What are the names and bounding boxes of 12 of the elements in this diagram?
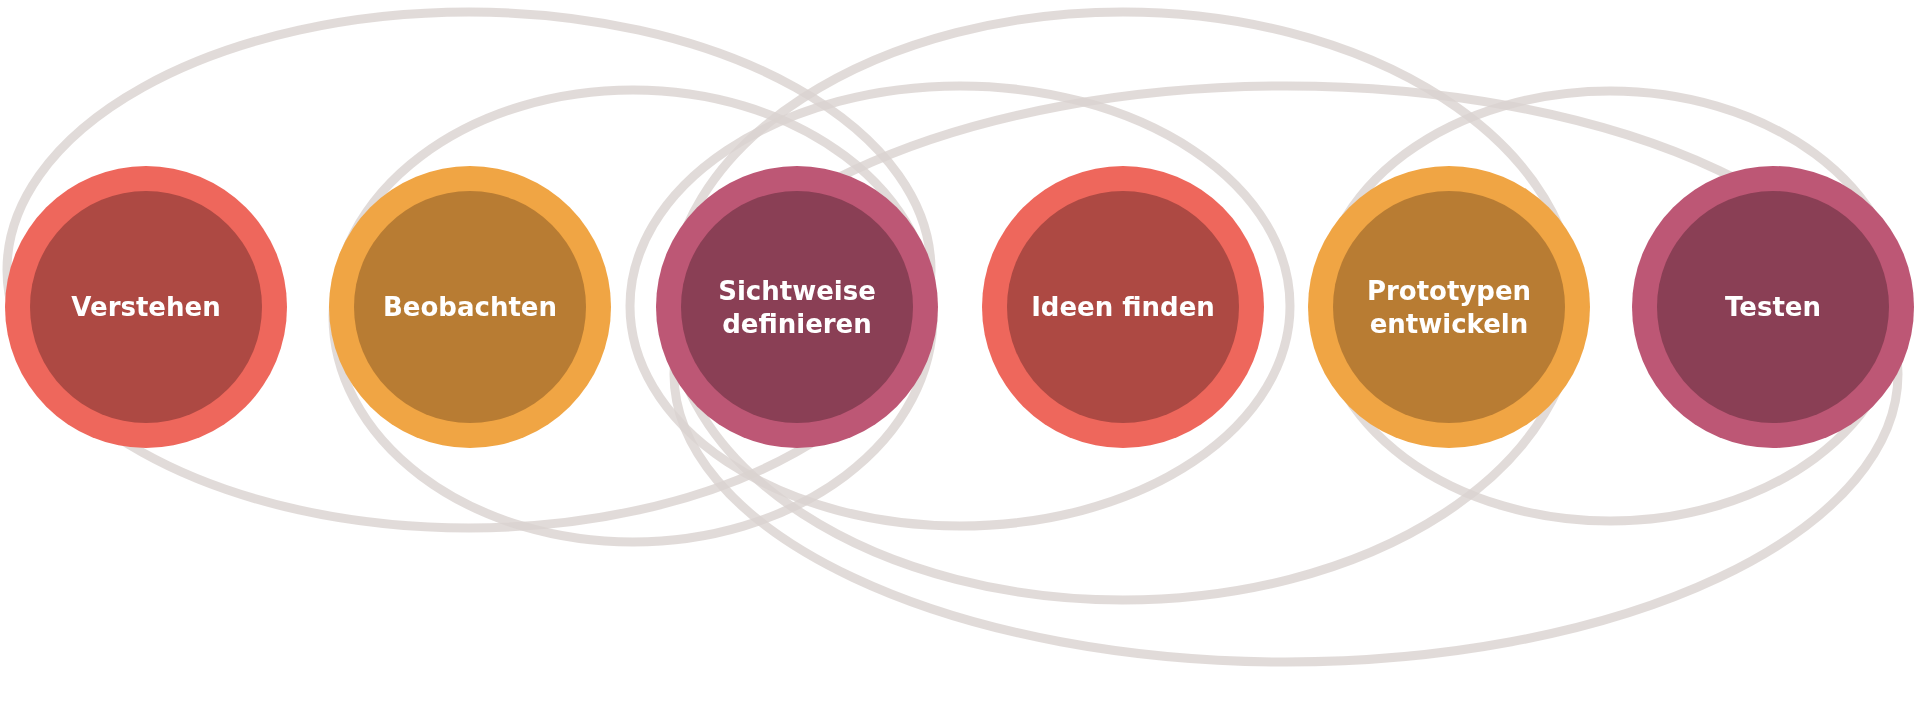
circle-node bbox=[982, 166, 1264, 448]
circle-node bbox=[656, 166, 938, 448]
circle-node bbox=[1632, 166, 1914, 448]
node-label: Beobachten bbox=[382, 290, 558, 324]
node-label: Ideen finden bbox=[1030, 290, 1216, 324]
circle-node bbox=[329, 166, 611, 448]
circle-node bbox=[1308, 166, 1590, 448]
node-label: Prototypen entwickeln bbox=[1365, 274, 1533, 340]
node-label: Testen bbox=[1724, 290, 1822, 324]
node-label: Sichtweise definieren bbox=[717, 274, 877, 340]
circle-node bbox=[5, 166, 287, 448]
node-label: Verstehen bbox=[70, 290, 222, 324]
